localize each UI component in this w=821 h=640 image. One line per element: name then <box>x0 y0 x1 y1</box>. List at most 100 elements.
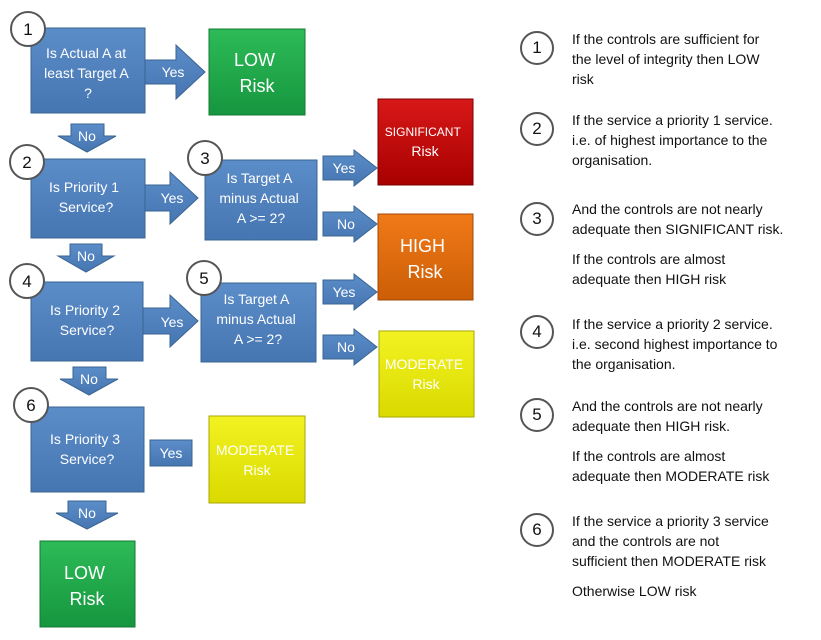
yes-arrow-2 <box>144 170 199 226</box>
note-line: If the controls are almost <box>572 251 726 267</box>
note-line: risk <box>572 71 594 87</box>
moderate-risk-bottom-line: MODERATE <box>216 442 294 458</box>
no-label-5: No <box>337 339 355 355</box>
moderate-risk-bottom-text: MODERATE Risk <box>216 442 298 478</box>
question-6-line: Service? <box>60 451 115 467</box>
note-text: If the service a priority 1 service. i.e… <box>572 110 812 170</box>
high-risk-box <box>377 213 474 301</box>
note-extra-text: Otherwise LOW risk <box>572 581 812 601</box>
moderate-risk-mid-line: Risk <box>412 376 440 392</box>
low-risk-bottom-line: Risk <box>70 589 106 609</box>
no-arrow-2 <box>56 243 116 273</box>
question-6-text: Is Priority 3 Service? <box>50 431 124 467</box>
question-6-line: Is Priority 3 <box>50 431 120 447</box>
question-1-text: Is Actual A at least Target A ? <box>44 45 132 101</box>
high-risk-line: HIGH <box>400 236 445 256</box>
note-line: And the controls are not nearly <box>572 201 763 217</box>
question-5-text: Is Target A minus Actual A >= 2? <box>216 291 299 347</box>
no-label-6: No <box>78 505 96 521</box>
question-4-line: Is Priority 2 <box>50 302 120 318</box>
note-line: Otherwise LOW risk <box>572 583 697 599</box>
no-arrow-5 <box>322 327 378 367</box>
note-line: And the controls are not nearly <box>572 398 763 414</box>
note-line: adequate then HIGH risk <box>572 271 727 287</box>
yes-label-4: Yes <box>161 314 184 330</box>
significant-risk-box <box>377 98 474 186</box>
significant-risk-line: Risk <box>411 143 439 159</box>
step-number: 4 <box>22 272 31 291</box>
low-risk-top-text: LOW Risk <box>234 50 280 96</box>
yes-label-1: Yes <box>162 64 185 80</box>
step-circle-1: 1 <box>10 11 46 47</box>
note-number: 3 <box>520 202 554 236</box>
low-risk-bottom-line: LOW <box>64 563 105 583</box>
note-line: sufficient then MODERATE risk <box>572 553 766 569</box>
question-2-line: Is Priority 1 <box>49 179 119 195</box>
yes-label-2: Yes <box>161 190 184 206</box>
yes-label-6: Yes <box>160 445 183 461</box>
note-number: 2 <box>520 112 554 146</box>
note-text: If the controls are sufficient for the l… <box>572 29 812 89</box>
note-number: 6 <box>520 513 554 547</box>
question-box-2 <box>30 158 146 239</box>
question-5-line: A >= 2? <box>234 331 282 347</box>
note-line: organisation. <box>572 152 653 168</box>
step-number: 1 <box>23 20 32 39</box>
significant-risk-text: SIGNIFICANT Risk <box>385 123 465 159</box>
note-number: 5 <box>520 398 554 432</box>
step-number: 6 <box>26 396 35 415</box>
step-circle-3: 3 <box>187 140 223 176</box>
note-line: the level of integrity then LOW <box>572 51 760 67</box>
question-1-line: least Target A <box>44 65 129 81</box>
yes-arrow-5 <box>322 272 378 312</box>
question-3-line: A >= 2? <box>237 210 285 226</box>
question-box-5 <box>200 282 317 363</box>
note-text: If the service a priority 2 service. i.e… <box>572 314 812 374</box>
note-line: If the controls are sufficient for <box>572 31 760 47</box>
high-risk-text: HIGH Risk <box>400 236 450 282</box>
yes-arrow-3 <box>322 148 378 188</box>
no-label-1: No <box>78 128 96 144</box>
low-risk-bottom-text: LOW Risk <box>64 563 110 609</box>
note-text: If the service a priority 3 service and … <box>572 511 812 571</box>
yes-arrow-1 <box>144 43 206 101</box>
note-number: 4 <box>520 315 554 349</box>
question-4-line: Service? <box>60 322 115 338</box>
moderate-risk-bottom-line: Risk <box>243 462 271 478</box>
step-circle-6: 6 <box>13 387 49 423</box>
note-line: If the service a priority 2 service. <box>572 316 773 332</box>
moderate-risk-mid-text: MODERATE Risk <box>385 356 467 392</box>
note-line: adequate then MODERATE risk <box>572 468 770 484</box>
note-text: And the controls are not nearly adequate… <box>572 199 812 239</box>
note-extra-text: If the controls are almost adequate then… <box>572 249 812 289</box>
no-arrow-4 <box>59 366 119 396</box>
note-number: 1 <box>520 31 554 65</box>
note-line: If the service a priority 1 service. <box>572 112 773 128</box>
note-line: i.e. second highest importance to <box>572 336 778 352</box>
note-line: adequate then SIGNIFICANT risk. <box>572 221 784 237</box>
low-risk-box-top <box>208 28 306 116</box>
no-label-4: No <box>80 371 98 387</box>
step-circle-5: 5 <box>186 260 222 296</box>
no-label-2: No <box>77 248 95 264</box>
moderate-risk-box-bottom <box>208 415 306 504</box>
question-2-line: Service? <box>59 199 114 215</box>
low-risk-top-line: Risk <box>240 76 276 96</box>
step-number: 3 <box>200 149 209 168</box>
low-risk-box-bottom <box>39 540 136 628</box>
note-line: If the service a priority 3 service <box>572 513 769 529</box>
question-4-text: Is Priority 2 Service? <box>50 302 124 338</box>
significant-risk-line: SIGNIFICANT <box>385 125 462 139</box>
step-number: 5 <box>199 269 208 288</box>
yes-arrow-4 <box>142 293 199 349</box>
question-box-4 <box>30 281 144 362</box>
step-circle-2: 2 <box>9 144 45 180</box>
question-box-3 <box>204 159 318 241</box>
note-line: adequate then HIGH risk. <box>572 418 730 434</box>
note-line: the organisation. <box>572 356 676 372</box>
yes-label-5: Yes <box>333 284 356 300</box>
question-5-line: minus Actual <box>216 311 295 327</box>
note-line: and the controls are not <box>572 533 720 549</box>
step-number: 2 <box>22 153 31 172</box>
no-arrow-3 <box>322 204 378 244</box>
